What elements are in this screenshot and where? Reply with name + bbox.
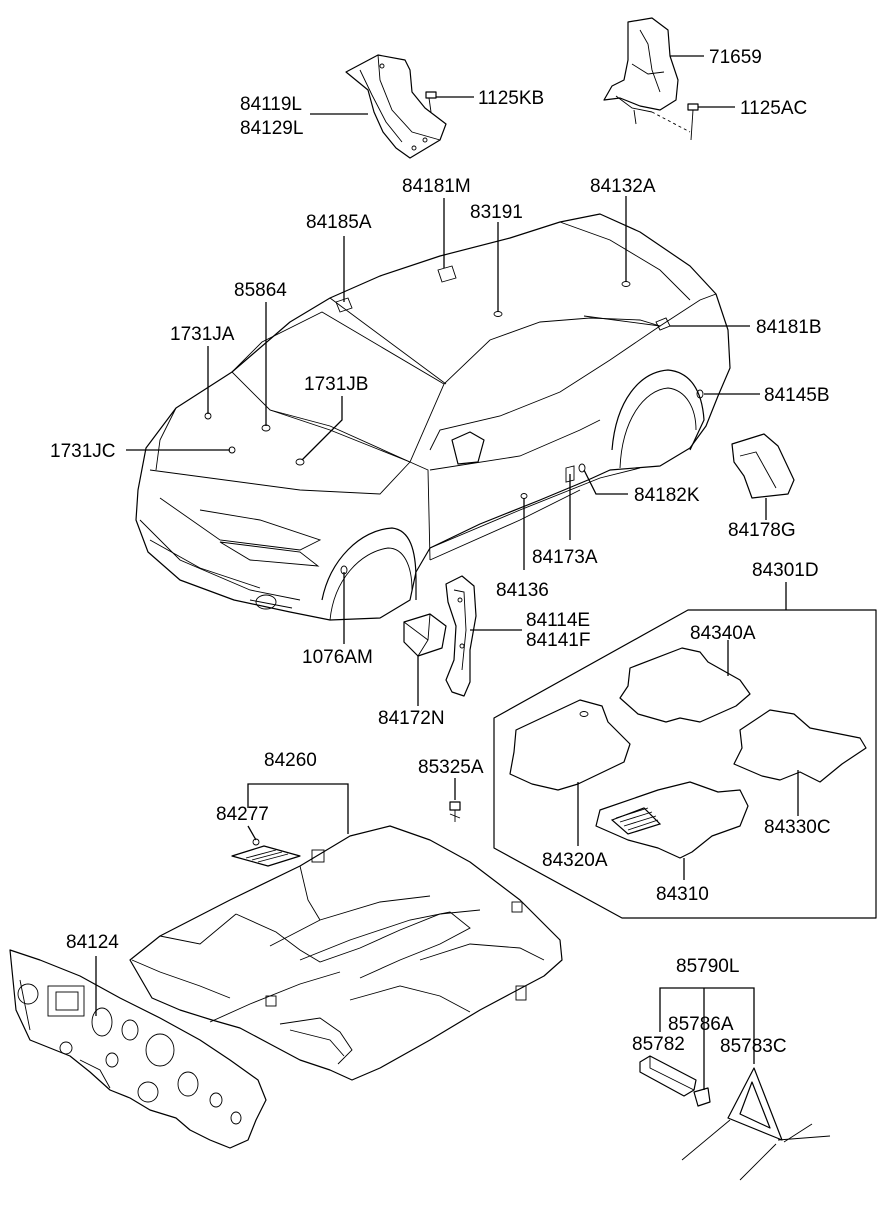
label-84136: 84136: [496, 580, 549, 601]
part-84124-drawing: [9, 949, 267, 1149]
part-84260-drawing: [129, 825, 563, 1081]
part-85782-drawing: [639, 1055, 711, 1107]
label-84185A: 84185A: [306, 212, 372, 233]
label-84129L: 84129L: [240, 118, 303, 139]
label-84132A: 84132A: [590, 176, 656, 197]
leader-84182K: [583, 469, 628, 495]
mat-84330C-drawing: [733, 709, 867, 783]
label-85864: 85864: [234, 280, 287, 301]
label-84310: 84310: [656, 884, 709, 905]
label-84330C: 84330C: [764, 817, 831, 838]
label-84182K: 84182K: [634, 485, 700, 506]
label-1731JC: 1731JC: [50, 441, 116, 462]
part-84172N-drawing: [403, 613, 447, 657]
leader-85790L: [659, 987, 755, 1064]
label-84119L: 84119L: [240, 94, 302, 115]
car-body-drawing: [135, 213, 731, 621]
label-84340A: 84340A: [690, 623, 756, 644]
label-85786A: 85786A: [668, 1014, 734, 1035]
label-84301D: 84301D: [752, 560, 819, 581]
label-85790L: 85790L: [676, 956, 739, 977]
label-84172N: 84172N: [378, 708, 445, 729]
label-1731JB: 1731JB: [304, 374, 368, 395]
label-84277: 84277: [216, 804, 269, 825]
leader-1731JB: [301, 396, 343, 461]
label-84181B: 84181B: [756, 317, 822, 338]
label-85783C: 85783C: [720, 1036, 787, 1057]
label-84260: 84260: [264, 750, 317, 771]
label-1125AC: 1125AC: [740, 98, 807, 119]
part-84178G-drawing: [731, 433, 795, 499]
label-1125KB: 1125KB: [478, 88, 544, 109]
label-84114E: 84114E: [526, 610, 590, 631]
label-84320A: 84320A: [542, 850, 608, 871]
leader-84260: [247, 783, 349, 834]
label-1731JA: 1731JA: [170, 324, 235, 345]
bracket-84119L-drawing: [345, 54, 447, 159]
part-84277-drawing: [231, 838, 301, 867]
part-84114E-drawing: [445, 575, 477, 697]
label-85325A: 85325A: [418, 757, 484, 778]
label-1076AM: 1076AM: [302, 647, 373, 668]
label-83191: 83191: [470, 202, 523, 223]
mat-set-frame: [493, 609, 877, 919]
label-84173A: 84173A: [532, 547, 598, 568]
label-85782: 85782: [632, 1034, 685, 1055]
label-84181M: 84181M: [402, 176, 471, 197]
part-85325A-drawing: [449, 801, 461, 822]
part-labels: 71659 1125KB 1125AC 84119L 84129L 84181M…: [50, 47, 831, 1057]
label-84141F: 84141F: [526, 630, 590, 651]
label-84178G: 84178G: [728, 520, 796, 541]
label-84124: 84124: [66, 932, 119, 953]
mat-84340A-drawing: [619, 647, 751, 723]
label-71659: 71659: [709, 47, 762, 68]
bracket-71659-drawing: [603, 17, 699, 141]
mat-84320A-drawing: [509, 699, 631, 791]
part-85783C-drawing: [681, 1067, 831, 1181]
label-84145B: 84145B: [764, 385, 830, 406]
mat-84310-drawing: [595, 781, 749, 859]
leader-84277: [247, 825, 257, 841]
